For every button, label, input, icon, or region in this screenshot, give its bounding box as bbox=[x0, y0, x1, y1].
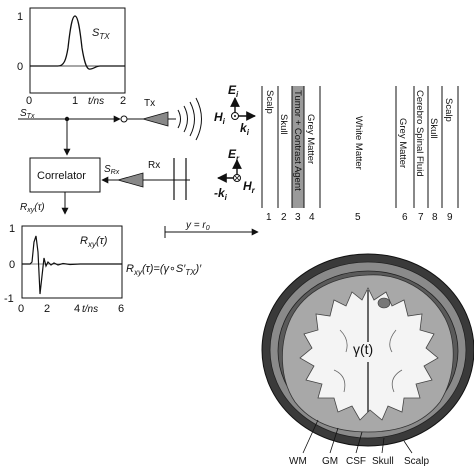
tumor-layer-fill bbox=[292, 86, 304, 208]
leader-skull bbox=[381, 437, 385, 454]
stx-ytick-1: 1 bbox=[17, 11, 23, 23]
correlation-equation: Rxy(τ)=(γ∘S′TX)′ bbox=[126, 263, 202, 277]
layer-number: 7 bbox=[418, 212, 424, 223]
gamma-label: γ(t) bbox=[353, 341, 373, 357]
brain-leaders bbox=[302, 419, 413, 454]
stx-plot-frame bbox=[29, 7, 126, 94]
rxy-xtick-0: 0 bbox=[18, 303, 24, 315]
label-wm: WM bbox=[289, 456, 307, 466]
layer-label-white-matter: White Matter bbox=[353, 116, 364, 170]
layer-label-skull-2: Skull bbox=[428, 118, 439, 139]
stx-xtick-1: 1 bbox=[72, 95, 78, 107]
tx-amplifier bbox=[141, 111, 169, 127]
label-csf: CSF bbox=[346, 456, 366, 466]
tx-wave-3 bbox=[189, 101, 195, 137]
label-skull: Skull bbox=[372, 456, 394, 466]
hr-cross-2 bbox=[234, 175, 240, 181]
tx-wave-4 bbox=[195, 97, 202, 141]
reflected-field: Er Hr -ki bbox=[214, 147, 256, 202]
layer-label-grey-matter: Grey Matter bbox=[305, 114, 316, 164]
brain-cross-section: γ(t) bbox=[261, 253, 474, 447]
leader-scalp bbox=[403, 440, 413, 454]
layer-number: 3 bbox=[295, 212, 301, 223]
hi-label: Hi bbox=[214, 110, 226, 126]
receive-path: Correlator SRx Rx Rxy(τ) bbox=[20, 157, 190, 215]
distance-label: y = r0 bbox=[185, 220, 210, 232]
tx-port bbox=[120, 115, 128, 123]
stx-xtick-0: 0 bbox=[26, 95, 32, 107]
tx-wave-2 bbox=[183, 105, 188, 133]
stx-xunit: t/ns bbox=[88, 96, 104, 107]
stx-plot-label: STX bbox=[92, 27, 110, 41]
rxy-plot-label: Rxy(τ) bbox=[80, 235, 108, 249]
tx-wave-1 bbox=[177, 109, 181, 129]
stx-signal-label: STx bbox=[20, 108, 35, 120]
ei-label: Ei bbox=[228, 83, 239, 99]
stx-xtick-2: 2 bbox=[120, 95, 126, 107]
layer-label-csf: Cerebro Spinal Fluid bbox=[414, 90, 425, 177]
ki-label: ki bbox=[240, 121, 250, 137]
layer-number: 1 bbox=[266, 212, 272, 223]
leader-wm bbox=[302, 419, 319, 454]
transmit-path: STx Tx bbox=[18, 97, 202, 156]
rxy-xtick-4: 4 bbox=[74, 303, 80, 315]
gyri-detail bbox=[333, 329, 403, 393]
rxy-xtick-6: 6 bbox=[118, 303, 124, 315]
label-scalp: Scalp bbox=[404, 456, 429, 466]
layer-number: 6 bbox=[402, 212, 408, 223]
layer-number: 2 bbox=[281, 212, 287, 223]
white-matter bbox=[299, 287, 439, 421]
rx-label: Rx bbox=[148, 160, 160, 171]
stx-plot: STX 1 0 0 1 2 t/ns bbox=[17, 7, 126, 107]
rx-amplifier bbox=[116, 172, 144, 188]
rxy-xunit: t/ns bbox=[82, 304, 98, 315]
layer-number: 8 bbox=[432, 212, 438, 223]
rxy-curve bbox=[22, 235, 122, 295]
stx-pulse-curve bbox=[30, 15, 125, 70]
correlator-block bbox=[29, 157, 101, 193]
rxy-xtick-2: 2 bbox=[44, 303, 50, 315]
layer-number: 4 bbox=[309, 212, 315, 223]
leader-csf bbox=[355, 431, 363, 454]
stx-ytick-0: 0 bbox=[17, 61, 23, 73]
srx-signal-label: SRx bbox=[104, 164, 120, 176]
layer-label-scalp: Scalp bbox=[264, 90, 275, 114]
rxy-ytick-1: 1 bbox=[9, 223, 15, 235]
rxy-ytick-neg1: -1 bbox=[4, 293, 14, 305]
tumor bbox=[377, 297, 391, 309]
hi-dot bbox=[234, 115, 236, 117]
hr-label: Hr bbox=[243, 179, 256, 195]
layer-number: 9 bbox=[447, 212, 453, 223]
layer-label-scalp-2: Scalp bbox=[443, 98, 454, 122]
tx-label: Tx bbox=[144, 98, 155, 109]
label-gm: GM bbox=[322, 456, 338, 466]
incident-field: Ei Hi ki bbox=[214, 83, 256, 137]
correlator-label: Correlator bbox=[37, 170, 86, 182]
layer-label-skull: Skull bbox=[278, 114, 289, 135]
brain-bottom-labels: WM GM CSF Skull Scalp bbox=[289, 456, 429, 466]
er-label: Er bbox=[228, 147, 240, 163]
layer-label-grey-matter-2: Grey Matter bbox=[397, 118, 408, 168]
rxy-plot: Rxy(τ) 1 0 -1 0 2 4 6 t/ns bbox=[4, 223, 124, 315]
rxy-ytick-0: 0 bbox=[9, 259, 15, 271]
distance-marker: y = r0 bbox=[164, 220, 259, 238]
neg-ki-label: -ki bbox=[214, 186, 228, 202]
leader-gm bbox=[329, 427, 339, 454]
rxy-signal-label: Rxy(τ) bbox=[20, 202, 45, 214]
layer-label-tumor: Tumor + Contrast Agent bbox=[292, 90, 303, 191]
layer-number: 5 bbox=[355, 212, 361, 223]
layer-strip: Scalp Skull Tumor + Contrast Agent Grey … bbox=[261, 86, 459, 223]
